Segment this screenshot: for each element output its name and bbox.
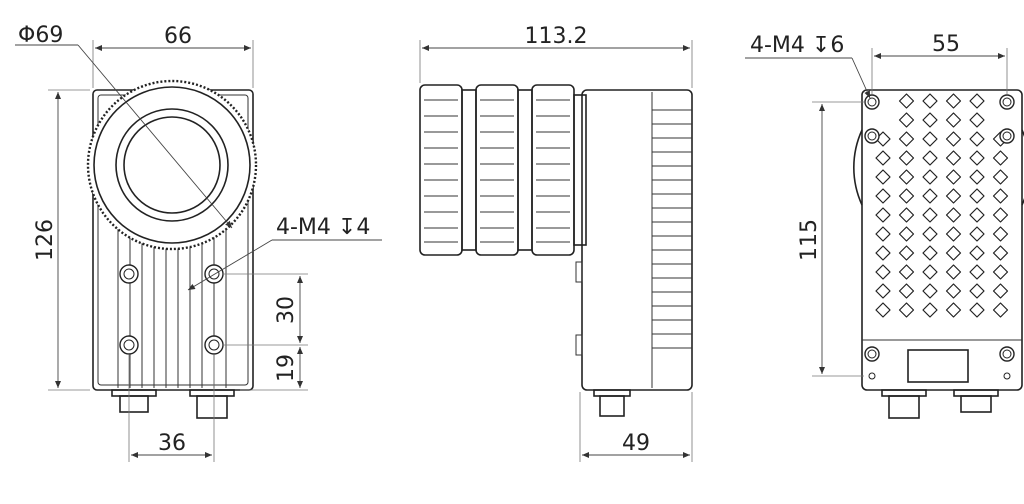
vent-slot: [945, 150, 962, 166]
vent-slot: [945, 169, 962, 185]
side-connector: [593, 389, 631, 417]
vent-slot: [922, 150, 938, 166]
vent-slot: [922, 131, 938, 147]
vent-slot: [992, 283, 1009, 299]
vent-slot: [945, 188, 962, 204]
back-connectors: [881, 389, 999, 419]
front-height-label: 126: [33, 219, 58, 261]
vent-slot: [922, 188, 938, 204]
side-body: [581, 89, 693, 391]
front-lens-diameter-label: Φ69: [18, 23, 63, 48]
front-hole-spacing-h-label: 36: [158, 431, 186, 456]
vent-slot: [969, 264, 985, 280]
vent-slot: [992, 188, 1009, 204]
vent-slot: [922, 245, 938, 261]
vent-slot: [992, 226, 1009, 242]
vent-slot: [875, 226, 891, 242]
lens-glass: [123, 116, 221, 214]
vent-slot: [969, 188, 985, 204]
vent-slot: [969, 131, 985, 147]
vent-slot: [898, 283, 915, 299]
back-thread-label: 4-M4 ↧6: [750, 33, 844, 58]
vent-slot: [945, 112, 962, 128]
vent-slot: [969, 207, 985, 223]
side-view: 113.2 49: [419, 24, 693, 462]
front-view: 66 Φ69 126 4-M4 ↧4 30 19 36: [15, 23, 382, 462]
back-mount-holes: [864, 94, 1015, 380]
vent-slot: [969, 283, 985, 299]
lens-ring-outer: [86, 79, 258, 251]
vent-slot: [969, 226, 985, 242]
vent-slot: [875, 283, 891, 299]
vent-slot: [992, 207, 1009, 223]
vent-slot: [922, 207, 938, 223]
vent-slot: [969, 302, 985, 318]
vent-slot: [898, 245, 915, 261]
vent-slot: [922, 283, 938, 299]
side-body-depth-label: 49: [622, 431, 650, 456]
vent-slot: [992, 264, 1009, 280]
vent-slot: [922, 302, 938, 318]
front-hole-offset-v-label: 19: [274, 354, 299, 382]
vent-slot: [969, 169, 985, 185]
vent-slot: [922, 93, 938, 109]
vent-slot: [969, 150, 985, 166]
lens-ring-inner: [115, 108, 229, 222]
back-label-window: [907, 349, 969, 383]
vent-slot: [898, 131, 915, 147]
vent-slot: [945, 131, 962, 147]
vent-slot: [875, 264, 891, 280]
back-vent-pattern: [875, 93, 1009, 318]
back-body: [861, 89, 1023, 391]
side-fins: [652, 109, 692, 349]
vent-slot: [945, 302, 962, 318]
front-connectors: [111, 389, 235, 419]
vent-slot: [969, 112, 985, 128]
vent-slot: [922, 169, 938, 185]
vent-slot: [898, 188, 915, 204]
vent-slot: [992, 150, 1009, 166]
vent-slot: [875, 169, 891, 185]
vent-slot: [992, 245, 1009, 261]
front-hole-spacing-v-label: 30: [274, 296, 299, 324]
vent-slot: [992, 169, 1009, 185]
side-total-length-label: 113.2: [525, 24, 588, 49]
vent-slot: [945, 226, 962, 242]
vent-slot: [875, 207, 891, 223]
front-width-label: 66: [164, 24, 192, 49]
vent-slot: [945, 93, 962, 109]
vent-slot: [969, 245, 985, 261]
vent-slot: [875, 245, 891, 261]
front-thread-label: 4-M4 ↧4: [276, 215, 370, 240]
vent-slot: [898, 302, 915, 318]
vent-slot: [898, 207, 915, 223]
back-hole-spacing-h-label: 55: [932, 32, 960, 57]
vent-slot: [875, 302, 891, 318]
lens-ring: [93, 86, 251, 244]
vent-slot: [922, 264, 938, 280]
vent-slot: [898, 93, 915, 109]
vent-slot: [945, 245, 962, 261]
vent-slot: [992, 302, 1009, 318]
vent-slot: [945, 264, 962, 280]
front-mount-holes: [119, 264, 224, 355]
vent-slot: [945, 283, 962, 299]
vent-slot: [875, 188, 891, 204]
back-hole-spacing-v-label: 115: [797, 219, 822, 261]
side-barrel-grooves: [424, 99, 570, 243]
vent-slot: [945, 207, 962, 223]
vent-slot: [898, 112, 915, 128]
back-view: 55 4-M4 ↧6 115: [745, 32, 1024, 419]
vent-slot: [969, 93, 985, 109]
vent-slot: [922, 112, 938, 128]
vent-slot: [898, 169, 915, 185]
vent-slot: [922, 226, 938, 242]
vent-slot: [898, 264, 915, 280]
front-fins: [117, 225, 227, 388]
vent-slot: [898, 150, 915, 166]
side-lens-barrel: [419, 84, 587, 256]
vent-slot: [898, 226, 915, 242]
vent-slot: [875, 150, 891, 166]
